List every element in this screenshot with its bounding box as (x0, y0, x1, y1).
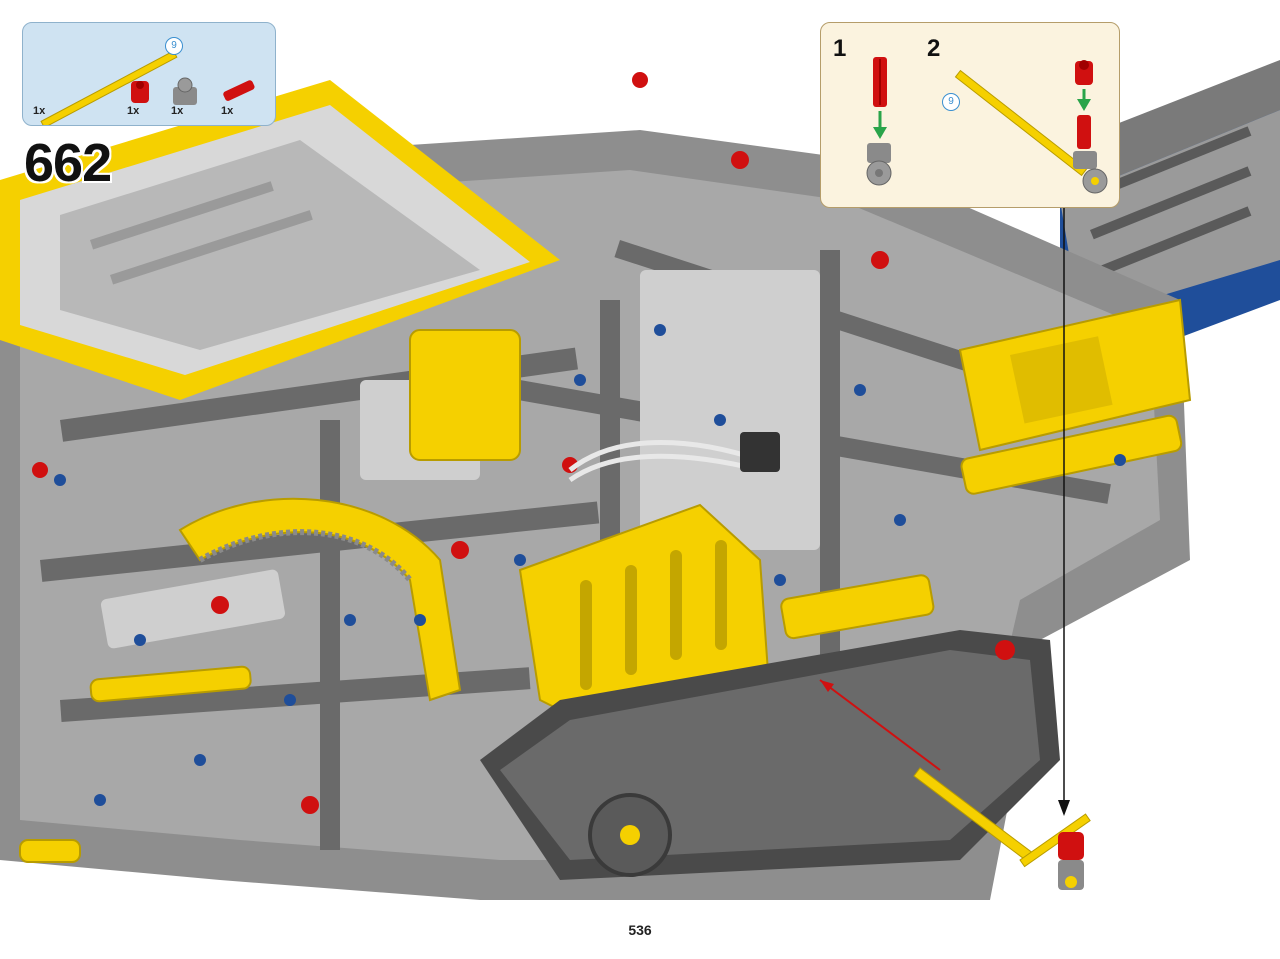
parts-qty-connector: 1x (171, 105, 184, 117)
sub2-green-arrow (1077, 89, 1091, 111)
control-panel (958, 298, 1192, 452)
placement-arrow (1058, 206, 1070, 816)
step-number: 662 (24, 133, 112, 193)
axle-connector-icon (173, 77, 197, 105)
sub2-connector-icon (1073, 151, 1108, 194)
connector-block (740, 432, 780, 472)
gear-rack (178, 497, 462, 702)
sub2-yellow-axle-icon (954, 69, 1088, 177)
yellow-links (19, 329, 1183, 863)
red-bush-icon (131, 81, 149, 103)
sub1-green-arrow (873, 111, 887, 139)
cables (568, 440, 761, 483)
parts-axle-length-label: 9 (165, 37, 183, 55)
parts-qty-bush: 1x (127, 105, 140, 117)
sub2-red-bush-icon (1075, 60, 1093, 85)
parts-qty-red-axle: 1x (221, 105, 234, 117)
sub-assembly-box: 1 2 (820, 22, 1120, 208)
technic-pins (54, 324, 1126, 806)
sub-axle-length-label: 9 (942, 93, 960, 111)
sub1-red-axle-icon (873, 57, 887, 107)
sub2-red-axle-icon (1077, 115, 1091, 149)
insertion-indicator (819, 679, 1033, 861)
sub-assembly-illustration (866, 57, 1108, 194)
page-number: 536 (628, 922, 652, 938)
parts-qty-axle: 1x (33, 105, 46, 117)
red-bushes (32, 72, 1015, 814)
sub-step-1-number: 1 (833, 35, 847, 62)
sub1-connector-icon (866, 143, 892, 186)
parts-list-box: 9 1x 1x 1x 1x (22, 22, 276, 126)
assembled-part (1019, 813, 1091, 890)
yellow-chute (518, 503, 772, 732)
yellow-axle-icon (40, 50, 178, 125)
sub-step-2-number: 2 (927, 35, 941, 62)
red-axle-icon (223, 80, 255, 101)
crawler-track (480, 630, 1060, 880)
hopper-frame (0, 80, 560, 400)
parts-list-illustration (40, 50, 255, 125)
